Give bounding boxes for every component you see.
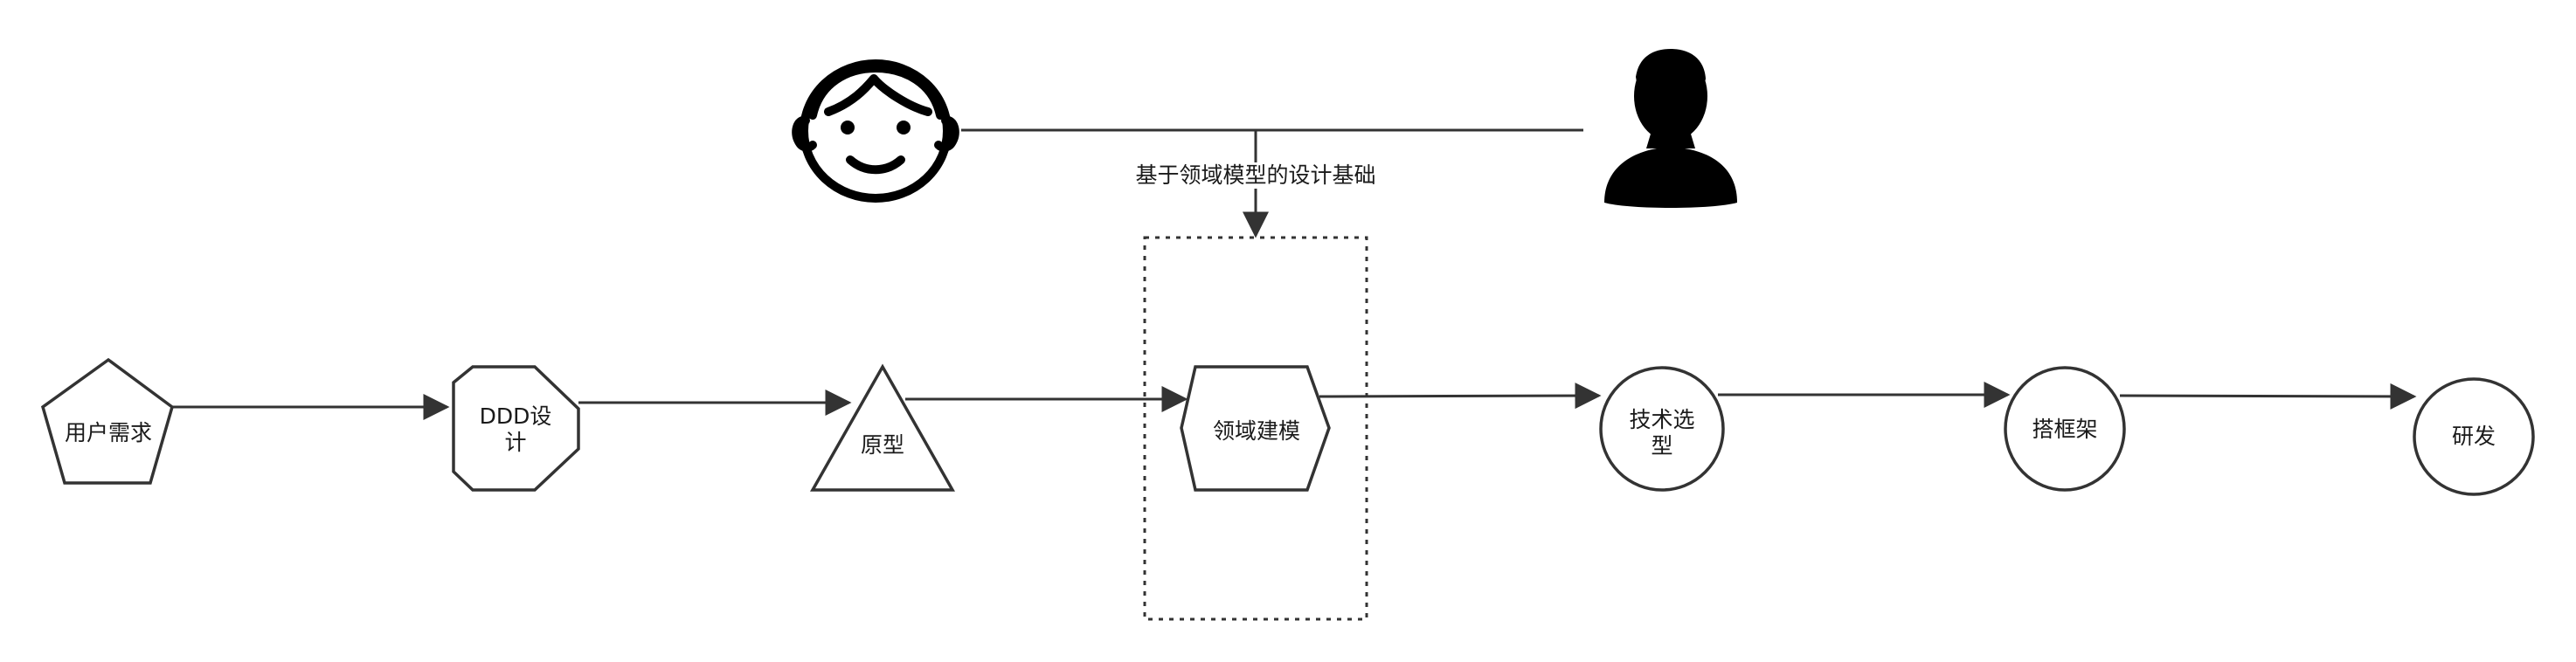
boy-right-eye-icon: [897, 121, 911, 134]
tech-selection-label: 技术选 型: [1629, 407, 1694, 459]
tech-selection-label-line1: 技术选: [1629, 407, 1695, 432]
prototype-label: 原型: [860, 432, 905, 458]
ddd-design-octagon: [452, 365, 580, 492]
domain-modeling-hexagon: [1180, 365, 1331, 492]
user-requirement-pentagon: [40, 357, 175, 485]
arrow-framework-to-dev: [2119, 383, 2417, 410]
person-silhouette-icon: [1604, 49, 1737, 208]
development-label: 研发: [2451, 424, 2496, 449]
tech-selection-circle: [1599, 366, 1725, 492]
domain-boundary-box: [1143, 236, 1368, 621]
boy-left-eye-icon: [841, 121, 855, 134]
arrow-modeling-to-tech: [1319, 383, 1602, 410]
tech-selection-label-line2: 型: [1651, 433, 1673, 459]
build-framework-label: 搭框架: [2032, 417, 2098, 442]
boy-face-icon: [792, 59, 959, 203]
build-framework-circle: [2004, 366, 2126, 492]
ddd-design-label-line1: DDD设: [479, 403, 552, 429]
ddd-design-label: DDD设 计: [480, 403, 552, 456]
design-basis-label: 基于领域模型的设计基础: [1132, 162, 1380, 189]
domain-modeling-label: 领域建模: [1212, 418, 1301, 444]
user-requirement-label: 用户需求: [64, 420, 153, 445]
development-circle: [2413, 377, 2535, 496]
prototype-triangle: [809, 363, 956, 492]
ddd-design-label-line2: 计: [504, 430, 527, 455]
